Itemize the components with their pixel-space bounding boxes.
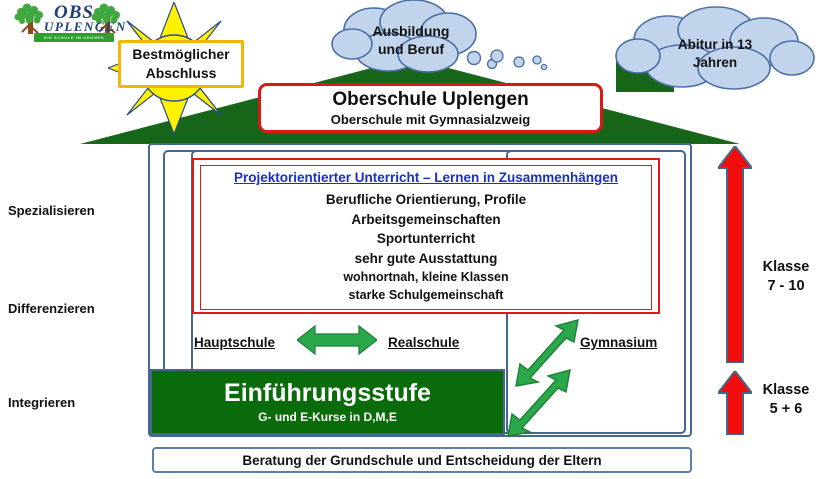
- content-heading: Projektorientierter Unterricht – Lernen …: [233, 170, 619, 185]
- cloud-ausbildung-line1: Ausbildung: [372, 23, 450, 39]
- einfuehrungsstufe-subtitle: G- und E-Kurse in D,M,E: [258, 409, 397, 424]
- cloud-ausbildung-text: Ausbildung und Beruf: [322, 22, 500, 58]
- logo-trees-icon: [14, 3, 120, 34]
- content-line-4: sehr gute Ausstattung: [354, 250, 498, 266]
- content-line-1: Berufliche Orientierung, Profile: [325, 192, 527, 208]
- school-logo: OBS UPLENGEN DIE SCHULE IM GRÜNEN: [8, 2, 132, 46]
- content-line-5: wohnortnah, kleine Klassen: [343, 269, 509, 284]
- logo-title-uplengen: UPLENGEN: [44, 19, 127, 34]
- logo-title-obs: OBS: [54, 2, 94, 23]
- grade-label-7-10-line2: 7 - 10: [767, 277, 805, 294]
- grade-label-5-6: Klasse 5 + 6: [756, 381, 816, 419]
- cloud-abitur-line1: Abitur in 13: [677, 37, 753, 52]
- page-subtitle: Oberschule mit Gymnasialzweig: [330, 111, 531, 127]
- arrow-einfuehrungsstufe-gymnasium-lower: [504, 368, 580, 445]
- bottom-info-bar: Beratung der Grundschule und Entscheidun…: [152, 447, 692, 473]
- content-box: Projektorientierter Unterricht – Lernen …: [192, 158, 660, 314]
- content-line-2: Arbeitsgemeinschaften: [351, 211, 501, 227]
- grade-label-5-6-line1: Klasse: [762, 382, 810, 398]
- einfuehrungsstufe-box: Einführungsstufe G- und E-Kurse in D,M,E: [150, 369, 505, 435]
- grade-label-5-6-line2: 5 + 6: [769, 400, 803, 417]
- school-title-banner: Oberschule Uplengen Oberschule mit Gymna…: [258, 83, 603, 133]
- content-line-6: starke Schulgemeinschaft: [348, 287, 504, 302]
- sun-callout-box: Bestmöglicher Abschluss: [118, 40, 244, 88]
- stage-label-spezialisieren: Spezialisieren: [8, 203, 95, 218]
- einfuehrungsstufe-title: Einführungsstufe: [224, 379, 431, 408]
- logo-slogan-banner: DIE SCHULE IM GRÜNEN: [34, 33, 114, 42]
- arrow-klasse-5-6: [715, 369, 755, 440]
- school-type-hauptschule: Hauptschule: [194, 335, 276, 350]
- grade-label-7-10: Klasse 7 - 10: [756, 258, 816, 296]
- school-type-gymnasium: Gymnasium: [580, 335, 658, 350]
- sun-callout-line2: Abschluss: [145, 65, 217, 81]
- grade-label-7-10-line1: Klasse: [762, 259, 810, 275]
- stage-label-differenzieren: Differenzieren: [8, 301, 95, 316]
- school-type-realschule: Realschule: [388, 335, 460, 350]
- stage-label-integrieren: Integrieren: [8, 395, 76, 410]
- arrow-klasse-7-10: [715, 144, 755, 368]
- content-line-3: Sportunterricht: [376, 231, 476, 247]
- arrow-hauptschule-realschule: [296, 322, 378, 363]
- cloud-trail-bubbles: [488, 46, 548, 77]
- page-title: Oberschule Uplengen: [332, 88, 529, 110]
- arrow-realschule-gymnasium-upper: [512, 318, 588, 395]
- sun-callout-line1: Bestmöglicher: [132, 46, 230, 63]
